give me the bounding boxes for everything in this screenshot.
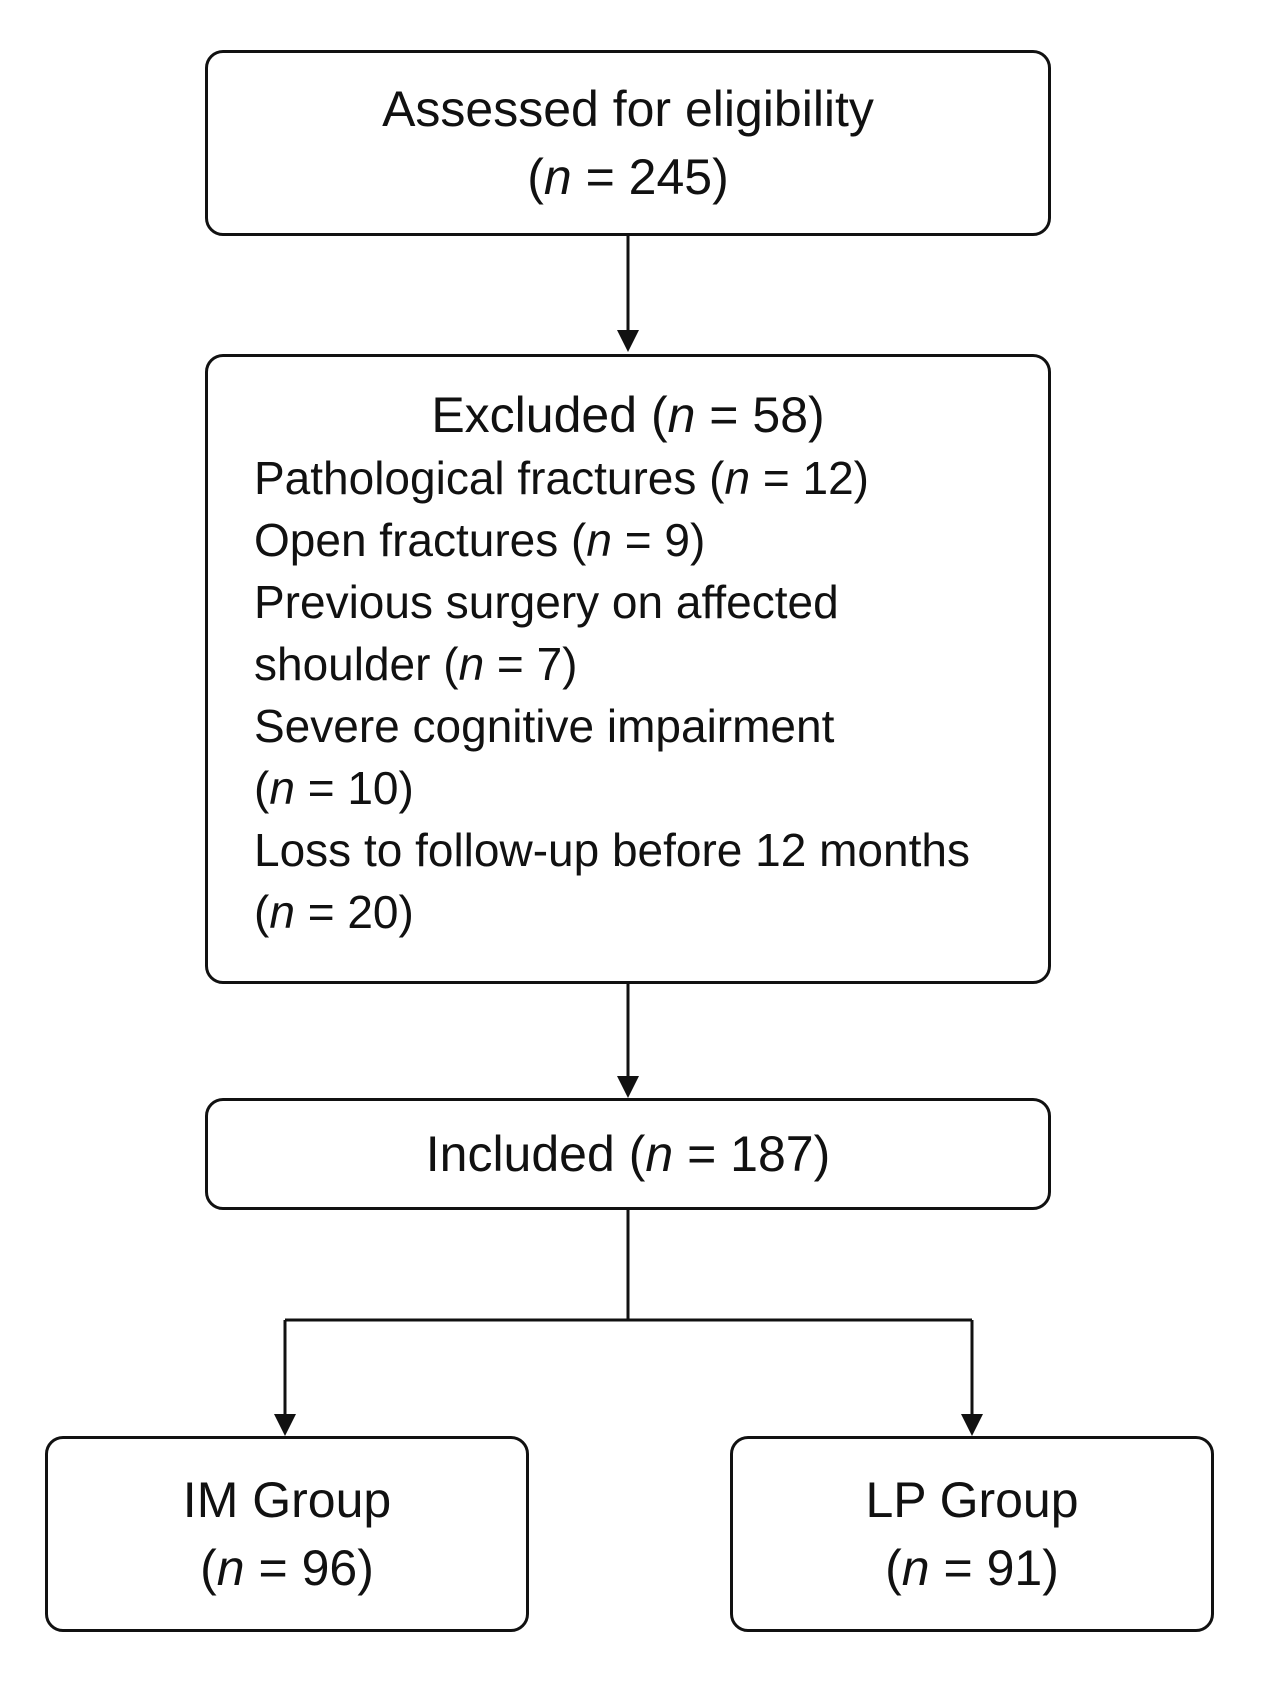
node-lp-group-label: LP Group	[865, 1472, 1079, 1528]
reason-loss-to-follow-up-count: (n = 20)	[254, 886, 414, 938]
reason-cognitive-impairment-count: (n = 10)	[254, 762, 414, 814]
edge-assessed-excluded	[617, 236, 639, 352]
node-excluded-count: (n = 58)	[650, 387, 825, 443]
node-im-group: IM Group (n = 96)	[45, 1436, 529, 1632]
node-excluded: Excluded (n = 58) Pathological fractures…	[205, 354, 1051, 984]
reason-open-fractures: Open fractures (n = 9)	[254, 514, 706, 566]
reason-previous-surgery-line2: shoulder (n = 7)	[254, 638, 578, 690]
node-included: Included (n = 187)	[205, 1098, 1051, 1210]
node-im-group-count: (n = 96)	[200, 1540, 374, 1596]
exclusion-reasons: Pathological fractures (n = 12) Open fra…	[254, 447, 970, 943]
edge-included-groups	[274, 1210, 983, 1436]
node-assessed: Assessed for eligibility (n = 245)	[205, 50, 1051, 236]
reason-pathological-fractures: Pathological fractures (n = 12)	[254, 452, 869, 504]
node-excluded-label: Excluded	[431, 387, 638, 443]
node-assessed-count: (n = 245)	[527, 149, 729, 205]
reason-cognitive-impairment: Severe cognitive impairment	[254, 700, 835, 752]
node-im-group-label: IM Group	[182, 1472, 392, 1528]
node-lp-group-count: (n = 91)	[885, 1540, 1059, 1596]
reason-previous-surgery-line1: Previous surgery on affected	[254, 576, 839, 628]
reason-loss-to-follow-up: Loss to follow-up before 12 months	[254, 824, 970, 876]
node-included-label: Included	[425, 1126, 615, 1182]
node-assessed-label: Assessed for eligibility	[382, 81, 874, 137]
node-lp-group: LP Group (n = 91)	[730, 1436, 1214, 1632]
node-included-text: Included (n = 187)	[426, 1120, 830, 1188]
edge-excluded-included	[617, 984, 639, 1098]
node-included-count: (n = 187)	[628, 1126, 831, 1182]
node-excluded-title: Excluded (n = 58)	[208, 381, 1048, 449]
